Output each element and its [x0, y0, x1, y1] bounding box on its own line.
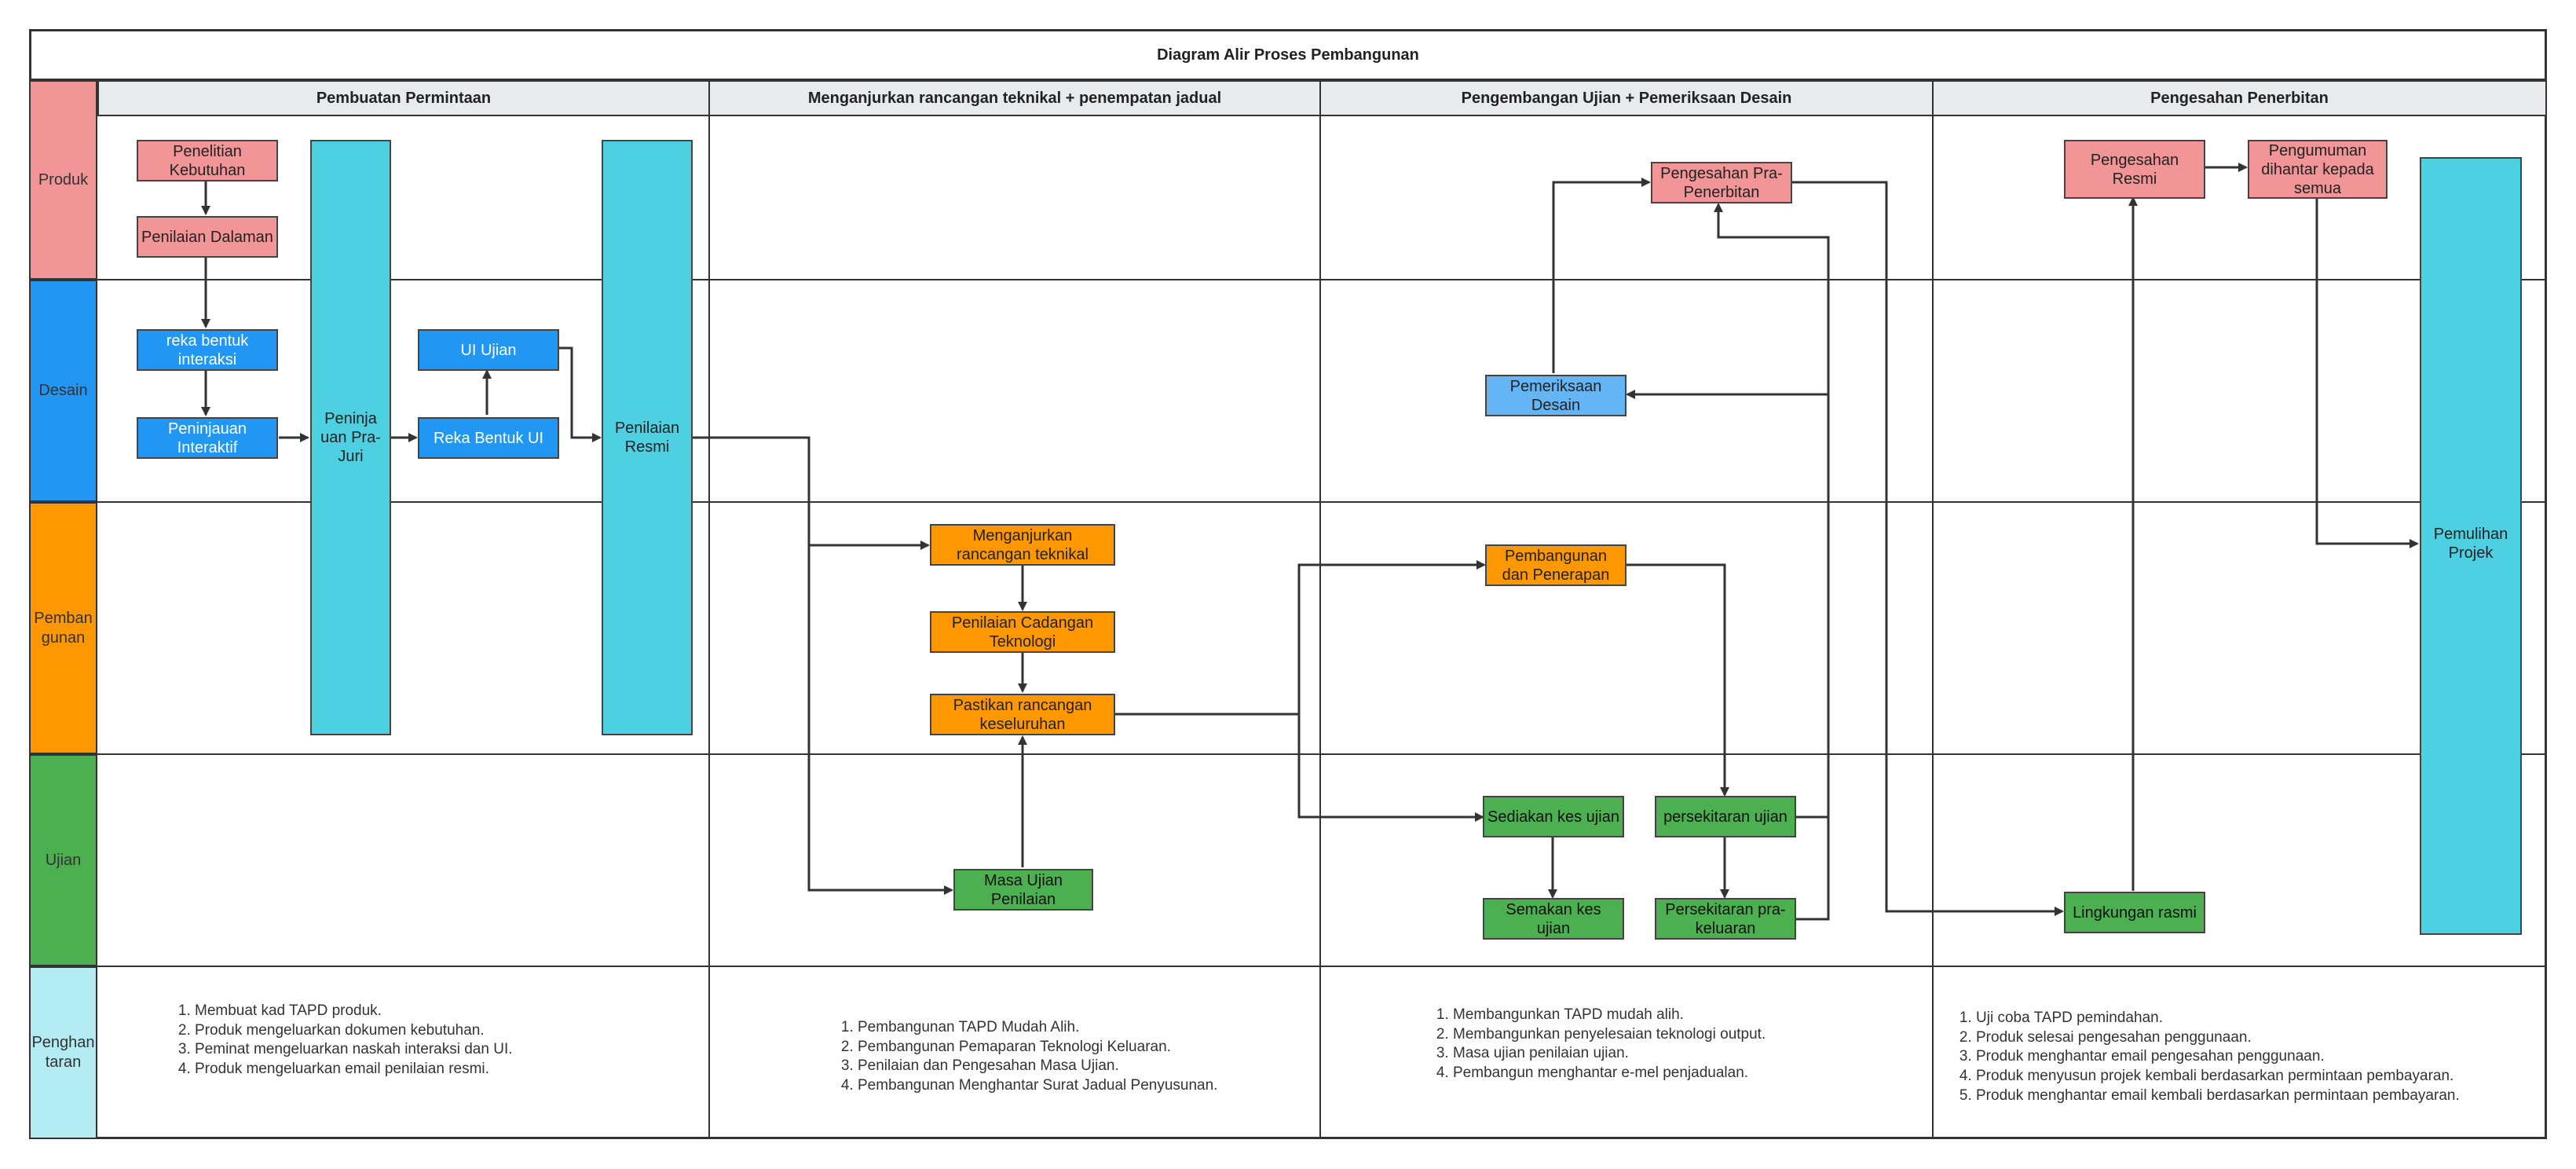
lane-separator — [97, 279, 2547, 280]
node-reka-bentuk-ui[interactable]: Reka Bentuk UI — [418, 417, 559, 459]
node-pengesahan-pra-penerbitan[interactable]: Pengesahan Pra-Penerbitan — [1651, 162, 1792, 203]
column-separator — [1319, 80, 1321, 1139]
node-persekitaran-ujian[interactable]: persekitaran ujian — [1655, 796, 1796, 837]
lane-label-desain: Desain — [29, 280, 97, 502]
column-header-pengembangan: Pengembangan Ujian + Pemeriksaan Desain — [1319, 80, 1934, 116]
lane-separator — [97, 966, 2547, 967]
deliverable-item: Masa ujian penilaian ujian. — [1453, 1044, 1910, 1064]
column-separator — [1932, 80, 1934, 1139]
node-penilaian-cadangan[interactable]: Penilaian Cadangan Teknologi — [930, 611, 1115, 653]
node-penilaian-dalaman[interactable]: Penilaian Dalaman — [137, 216, 278, 258]
deliverable-item: Pembangunan Menghantar Surat Jadual Peny… — [858, 1076, 1299, 1096]
deliverables-penerbitan: Uji coba TAPD pemindahan. Produk selesai… — [1946, 1009, 2543, 1105]
lane-separator — [97, 115, 2547, 116]
node-lingkungan-rasmi[interactable]: Lingkungan rasmi — [2064, 892, 2205, 933]
node-sediakan-kes-ujian[interactable]: Sediakan kes ujian — [1483, 796, 1624, 837]
node-pastikan-rancangan[interactable]: Pastikan rancangan keseluruhan — [930, 694, 1115, 735]
diagram-title: Diagram Alir Proses Pembangunan — [31, 31, 2545, 80]
node-pembangunan-penerapan[interactable]: Pembangunan dan Penerapan — [1485, 544, 1626, 586]
deliverable-item: Produk menghantar email kembali berdasar… — [1976, 1087, 2543, 1106]
lane-separator — [97, 753, 2547, 755]
node-ui-ujian[interactable]: UI Ujian — [418, 329, 559, 371]
node-penilaian-resmi[interactable]: Penilaian Resmi — [602, 140, 693, 735]
lane-label-pembangunan: Pemban gunan — [29, 502, 97, 754]
node-menganjurkan-rancangan[interactable]: Menganjurkan rancangan teknikal — [930, 524, 1115, 566]
deliverable-item: Produk menyusun projek kembali berdasark… — [1976, 1067, 2543, 1087]
node-reka-bentuk-interaksi[interactable]: reka bentuk interaksi — [137, 329, 278, 371]
node-masa-ujian-penilaian[interactable]: Masa Ujian Penilaian — [953, 869, 1093, 911]
lane-label-ujian: Ujian — [29, 754, 97, 966]
column-separator — [708, 80, 710, 1139]
lane-label-penghantaran: Penghan taran — [29, 966, 97, 1139]
lane-separator — [97, 501, 2547, 503]
deliverable-item: Produk menghantar email pengesahan pengg… — [1976, 1047, 2543, 1067]
node-peninjauan-pra-juri[interactable]: Peninja uan Pra-Juri — [310, 140, 391, 735]
deliverable-item: Produk selesai pengesahan penggunaan. — [1976, 1028, 2543, 1048]
column-header-penerbitan: Pengesahan Penerbitan — [1932, 80, 2547, 116]
node-semakan-kes-ujian[interactable]: Semakan kes ujian — [1483, 898, 1624, 940]
deliverables-permintaan: Membuat kad TAPD produk. Produk mengelua… — [165, 1002, 683, 1079]
deliverable-item: Uji coba TAPD pemindahan. — [1976, 1009, 2543, 1028]
deliverables-rancangan: Pembangunan TAPD Mudah Alih. Pembangunan… — [828, 1018, 1299, 1096]
node-persekitaran-pra-keluaran[interactable]: Persekitaran pra-keluaran — [1655, 898, 1796, 940]
node-pemeriksaan-desain[interactable]: Pemeriksaan Desain — [1485, 375, 1626, 416]
node-peninjauan-interaktif[interactable]: Peninjauan Interaktif — [137, 417, 278, 459]
deliverable-item: Pembangunan TAPD Mudah Alih. — [858, 1018, 1299, 1038]
deliverables-pengembangan: Membangunkan TAPD mudah alih. Membangunk… — [1423, 1006, 1910, 1083]
deliverable-item: Membangunkan penyelesaian teknologi outp… — [1453, 1025, 1910, 1045]
deliverable-item: Membangunkan TAPD mudah alih. — [1453, 1006, 1910, 1025]
node-penelitian-kebutuhan[interactable]: Penelitian Kebutuhan — [137, 140, 278, 181]
deliverable-item: Peminat mengeluarkan naskah interaksi da… — [195, 1040, 683, 1060]
node-pemulihan-projek[interactable]: Pemulihan Projek — [2420, 157, 2522, 935]
lane-label-produk: Produk — [29, 80, 97, 280]
deliverable-item: Penilaian dan Pengesahan Masa Ujian. — [858, 1057, 1299, 1076]
node-pengumuman[interactable]: Pengumuman dihantar kepada semua — [2248, 140, 2388, 199]
node-pengesahan-resmi[interactable]: Pengesahan Resmi — [2064, 140, 2205, 199]
deliverable-item: Pembangunan Pemaparan Teknologi Keluaran… — [858, 1038, 1299, 1057]
column-header-rancangan: Menganjurkan rancangan teknikal + penemp… — [708, 80, 1321, 116]
deliverable-item: Produk mengeluarkan email penilaian resm… — [195, 1060, 683, 1079]
deliverable-item: Membuat kad TAPD produk. — [195, 1002, 683, 1021]
deliverable-item: Pembangun menghantar e-mel penjadualan. — [1453, 1064, 1910, 1083]
column-header-permintaan: Pembuatan Permintaan — [97, 80, 710, 116]
deliverable-item: Produk mengeluarkan dokumen kebutuhan. — [195, 1021, 683, 1041]
